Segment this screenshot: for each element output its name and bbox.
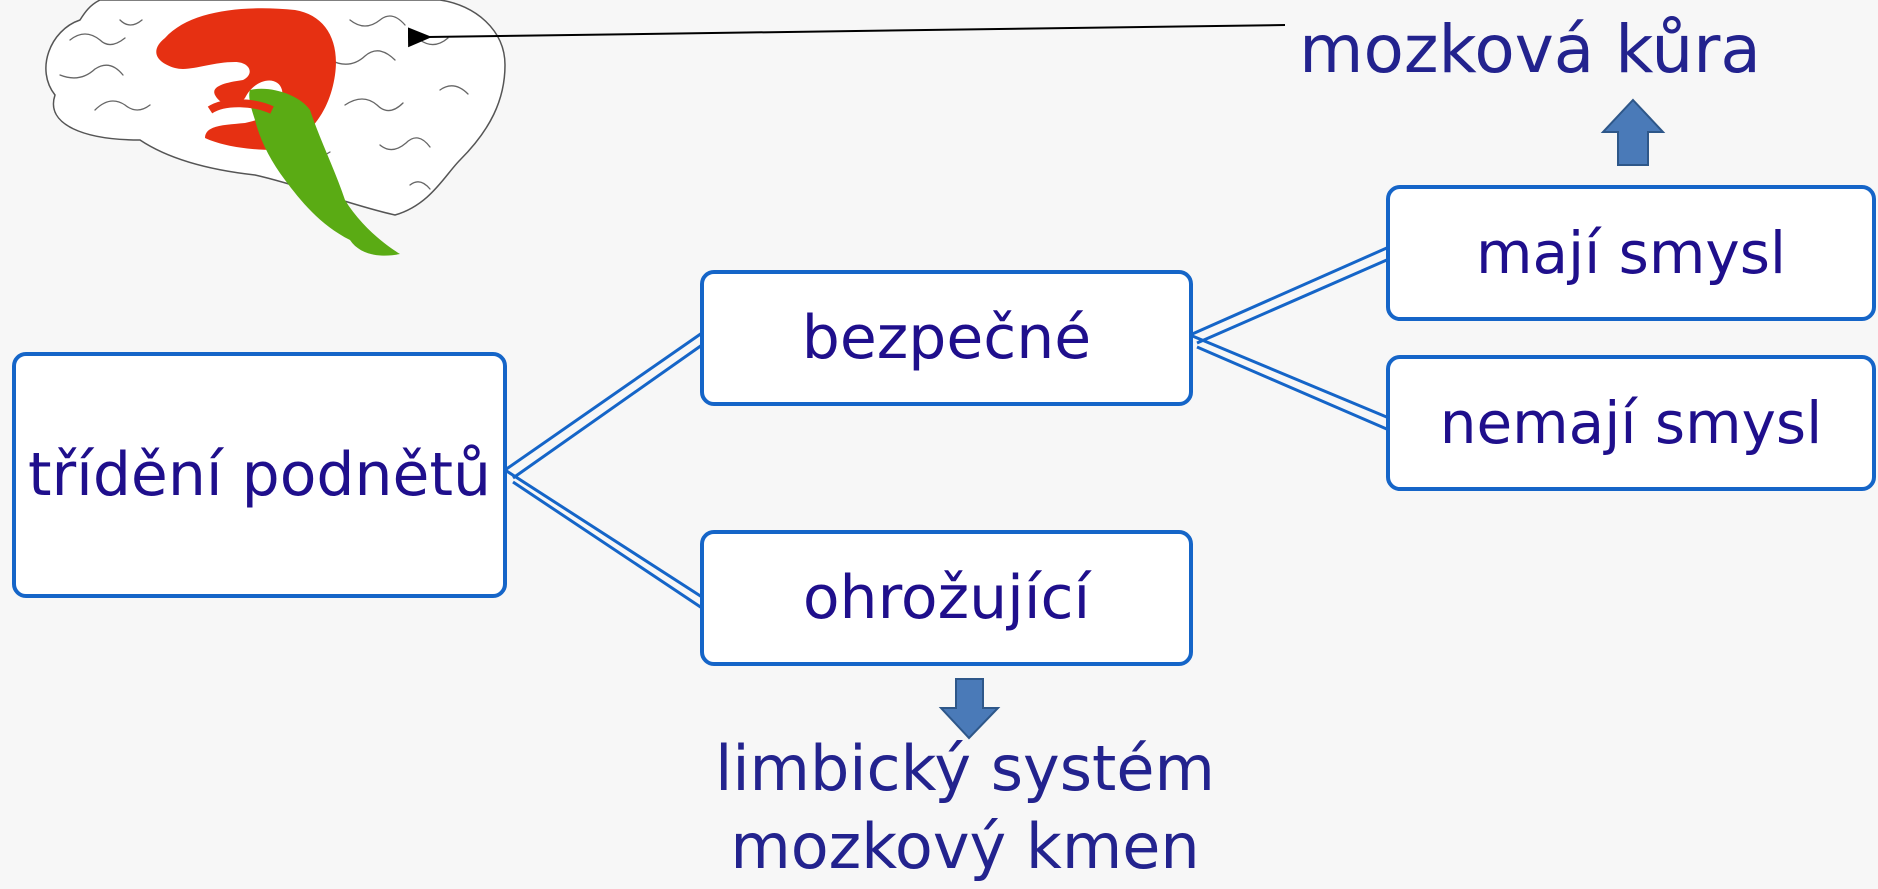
limbic-label: limbický systém mozkový kmen bbox=[690, 730, 1240, 886]
brainstem-shape bbox=[249, 88, 400, 256]
limbic-label-line2: mozkový kmen bbox=[730, 810, 1200, 883]
not-meaningful-box-label: nemají smysl bbox=[1439, 389, 1823, 457]
meaningful-box: mají smysl bbox=[1386, 185, 1876, 321]
limbic-label-line1: limbický systém bbox=[715, 732, 1215, 805]
down-arrow-icon bbox=[938, 678, 1001, 740]
meaningful-box-label: mají smysl bbox=[1475, 219, 1787, 287]
root-box-sorting-stimuli: třídění podnětů bbox=[12, 352, 507, 598]
safe-box: bezpečné bbox=[700, 270, 1193, 406]
root-box-label: třídění podnětů bbox=[27, 440, 491, 510]
threatening-box-label: ohrožující bbox=[802, 563, 1091, 633]
cortex-pointer-line bbox=[407, 24, 1286, 48]
not-meaningful-box: nemají smysl bbox=[1386, 355, 1876, 491]
cortex-label: mozková kůra bbox=[1299, 11, 1761, 88]
up-arrow-icon bbox=[1600, 98, 1666, 166]
threatening-box: ohrožující bbox=[700, 530, 1193, 666]
connector-lines bbox=[504, 245, 1390, 610]
safe-box-label: bezpečné bbox=[801, 303, 1092, 373]
brain-illustration bbox=[45, 0, 506, 256]
